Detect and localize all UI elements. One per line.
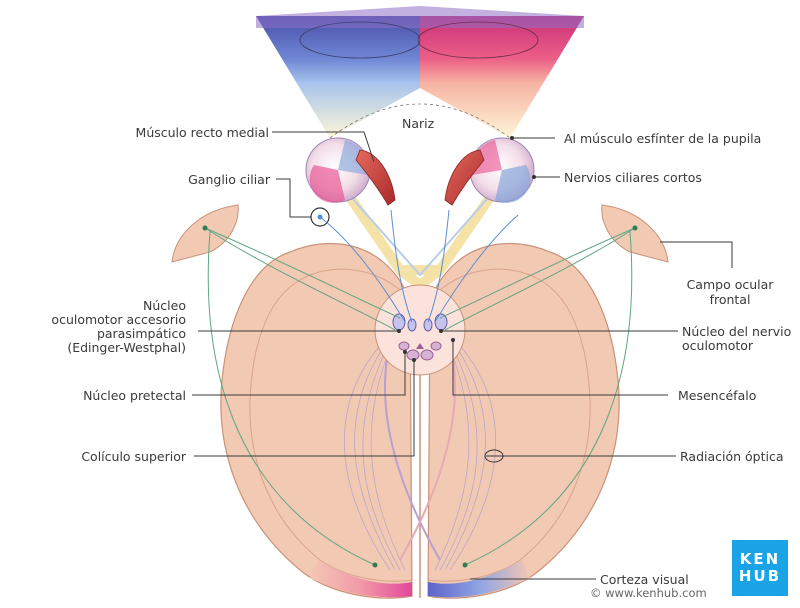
logo-line2: HUB (738, 567, 782, 585)
left-medial-rectus (355, 149, 396, 206)
logo-line1: KEN (739, 550, 781, 568)
copyright-text: © www.kenhub.com (590, 586, 707, 600)
label-superior-colliculus: Colículo superior (81, 449, 186, 464)
label-ew-nucleus-line3: parasimpático (96, 326, 186, 341)
midbrain (374, 284, 466, 376)
label-midbrain: Mesencéfalo (678, 388, 757, 403)
label-frontal-eye-field-line1: Campo ocular (686, 277, 774, 292)
right-eye (469, 137, 535, 203)
label-medial-rectus: Músculo recto medial (135, 125, 269, 140)
label-ciliary-ganglion: Ganglio ciliar (188, 172, 270, 187)
right-medial-rectus (444, 149, 485, 206)
leader-lines (192, 131, 733, 580)
label-oculomotor-nucleus-line2: oculomotor (682, 338, 754, 353)
kenhub-logo: KEN HUB (732, 540, 788, 596)
label-frontal-eye-field-line2: frontal (709, 292, 751, 307)
label-visual-cortex: Corteza visual (600, 572, 689, 587)
right-frontal-stub (601, 204, 669, 263)
optic-radiation-right (434, 339, 496, 571)
label-optic-radiation: Radiación óptica (680, 449, 784, 464)
left-eye (305, 137, 371, 203)
right-hemisphere (427, 242, 620, 599)
label-ew-nucleus-line1: Núcleo (143, 298, 186, 313)
label-pretectal-nucleus: Núcleo pretectal (83, 388, 186, 403)
oculomotor-fibers (319, 209, 519, 323)
label-ew-nucleus-line4: (Edinger-Westphal) (67, 340, 186, 355)
visual-field (256, 6, 584, 139)
label-nose: Nariz (402, 116, 435, 131)
frontal-eye-field-fibers (204, 227, 636, 566)
label-ew-nucleus-line2: oculomotor accesorio (51, 312, 186, 327)
label-pupil-sphincter: Al músculo esfínter de la pupila (564, 131, 762, 146)
left-frontal-stub (171, 204, 239, 263)
label-short-ciliary-nerves: Nervios ciliares cortos (564, 170, 702, 185)
left-hemisphere (220, 242, 413, 599)
label-oculomotor-nucleus-line1: Núcleo del nervio (682, 324, 792, 339)
